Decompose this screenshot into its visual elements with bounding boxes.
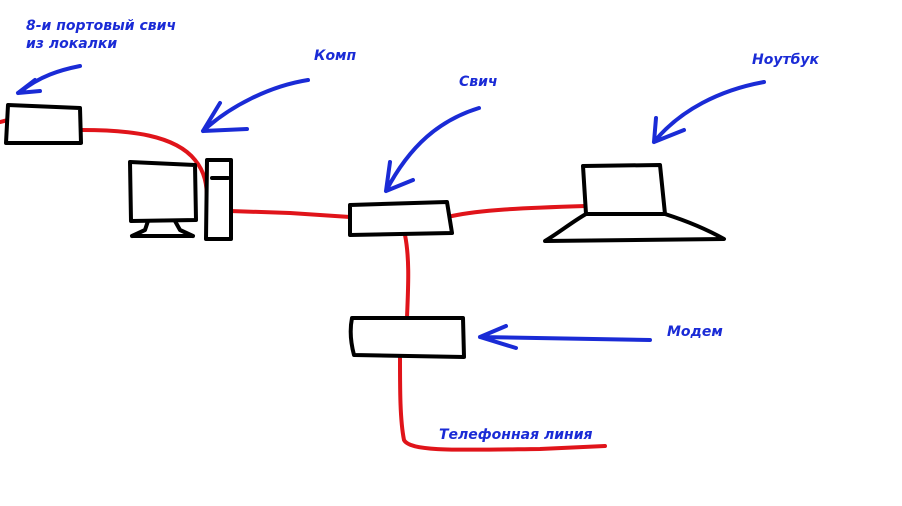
computer-monitor-stand: [130, 219, 195, 238]
label-phone-line: Телефонная линия: [439, 427, 593, 443]
computer-tower: [204, 158, 233, 241]
8port-switch-device: [4, 103, 83, 145]
computer-monitor: [128, 160, 198, 223]
arrow-to-8port-switch: [16, 64, 82, 95]
computer-device: [128, 158, 233, 241]
cables: [0, 118, 607, 452]
arrow-to-laptop: [652, 80, 766, 144]
label-switch: Свич: [459, 74, 498, 90]
label-8port-switch-line1: 8-и портовый свич: [26, 18, 176, 34]
arrow-to-computer: [201, 78, 310, 133]
switch-device: [348, 200, 454, 237]
cable-switch-to-modem: [403, 233, 411, 320]
cable-modem-to-phone-line: [398, 356, 607, 452]
label-computer: Комп: [314, 48, 357, 64]
modem-device: [348, 316, 466, 359]
label-8port-switch-line2: из локалки: [26, 36, 117, 52]
label-8port-switch: 8-и портовый свич из локалки: [26, 18, 181, 52]
label-modem: Модем: [667, 324, 723, 340]
cable-computer-to-switch: [228, 209, 352, 219]
arrow-to-switch: [384, 106, 481, 193]
laptop-keyboard: [543, 212, 726, 243]
laptop-screen: [581, 163, 667, 216]
laptop-device: [543, 163, 726, 243]
label-laptop: Ноутбук: [752, 52, 819, 68]
arrows: [16, 64, 766, 350]
arrow-to-modem: [478, 324, 652, 350]
cable-switch-to-laptop: [450, 204, 588, 218]
